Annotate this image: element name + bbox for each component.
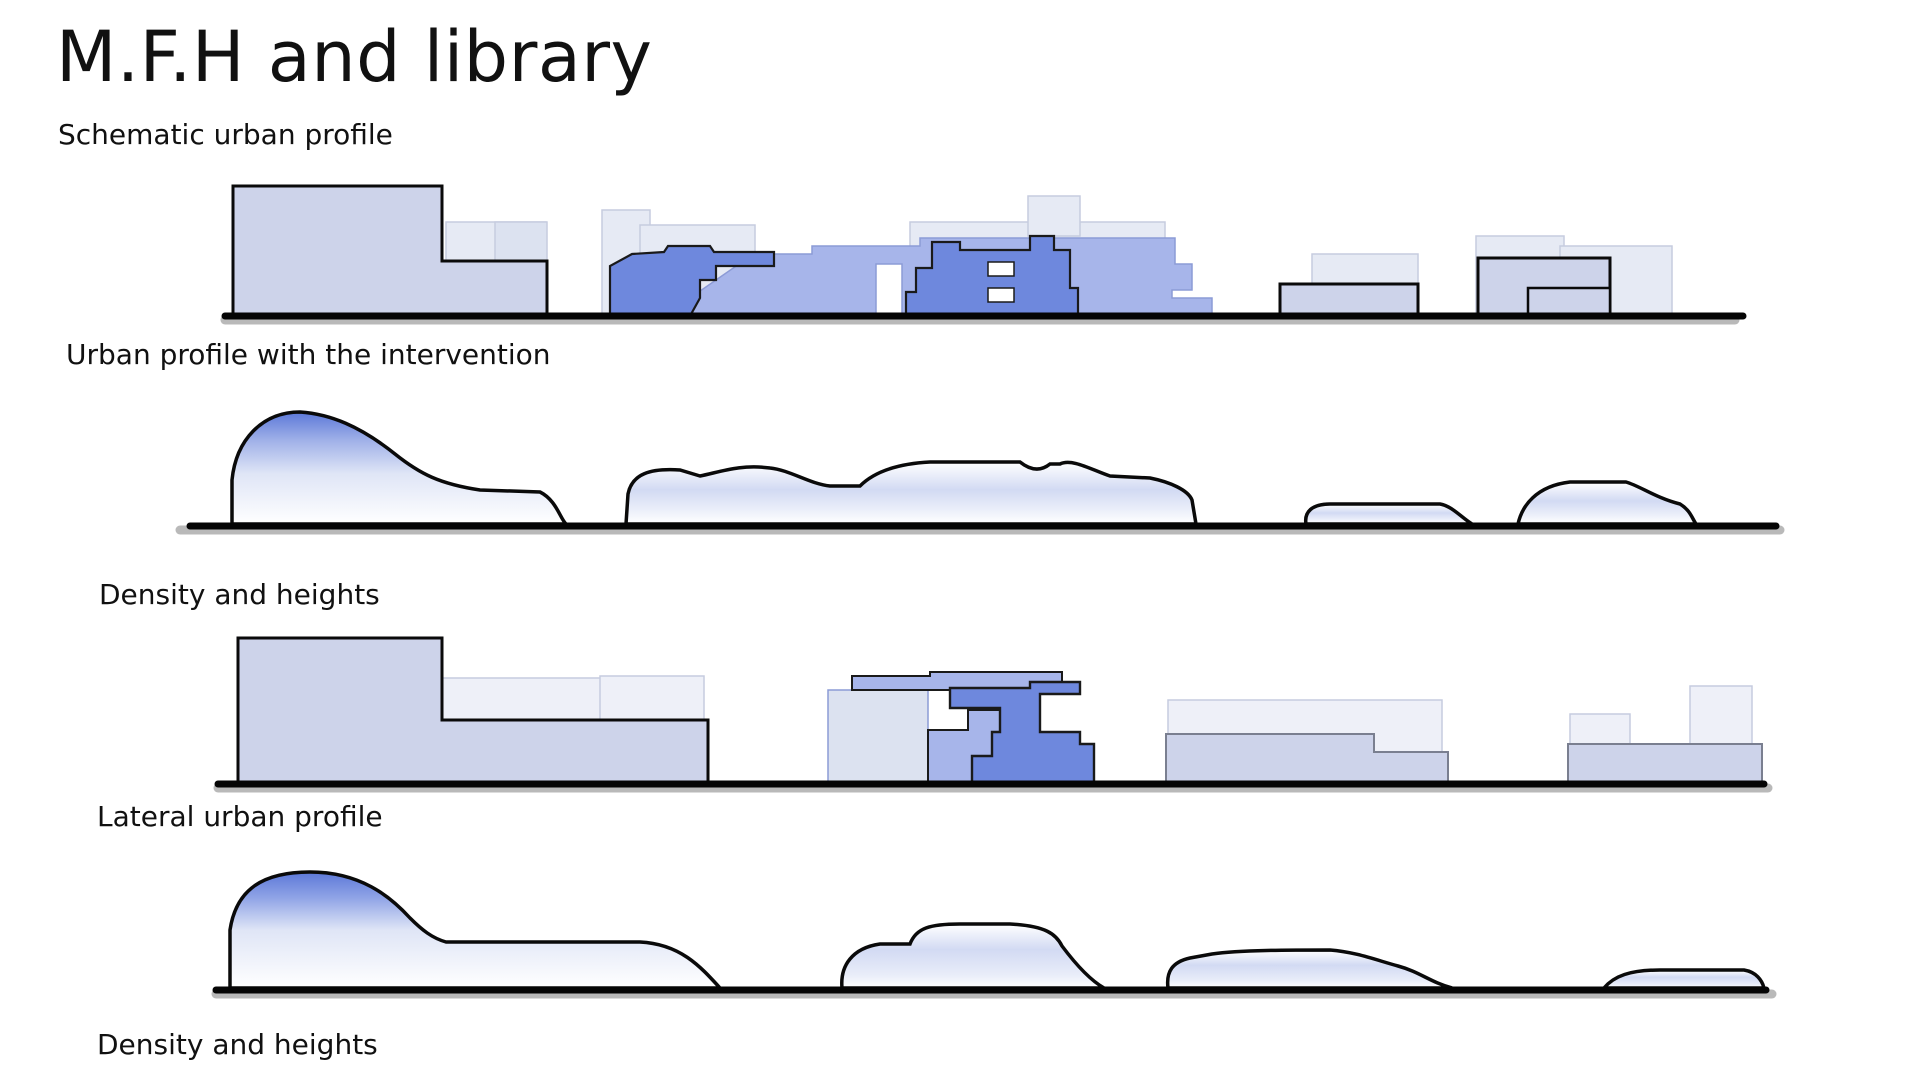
foreground-building xyxy=(1567,743,1763,783)
courtyard-void xyxy=(987,261,1015,277)
right-building-group xyxy=(1165,685,1763,783)
caption-schematic-urban-profile: Schematic urban profile xyxy=(58,118,393,151)
density-mass xyxy=(1515,480,1700,526)
left-building-group xyxy=(231,184,549,318)
density-mass xyxy=(230,410,571,526)
density-mass xyxy=(1165,948,1453,990)
caption-density-and-heights-2: Density and heights xyxy=(97,1028,378,1061)
density-mass xyxy=(228,870,724,990)
left-building-group xyxy=(236,636,710,784)
courtyard-void xyxy=(987,287,1015,303)
lateral-urban-profile-diagram xyxy=(213,636,1773,793)
density-heights-diagram-2 xyxy=(211,870,1777,999)
caption-lateral-urban-profile: Lateral urban profile xyxy=(97,800,383,833)
central-building-cluster xyxy=(827,671,1096,784)
foreground-building xyxy=(1278,282,1420,318)
caption-urban-profile-with-intervention: Urban profile with the intervention xyxy=(66,338,551,371)
page-title: M.F.H and library xyxy=(56,16,653,98)
density-mass xyxy=(1303,502,1479,526)
intervention-core-block xyxy=(948,680,1096,784)
caption-density-and-heights: Density and heights xyxy=(99,578,380,611)
existing-dense-block xyxy=(608,244,776,318)
density-mass xyxy=(1600,968,1767,990)
courtyard-void xyxy=(875,263,903,317)
foreground-building xyxy=(1526,286,1612,318)
density-mass xyxy=(840,922,1111,990)
background-building xyxy=(827,679,929,783)
right-building-group xyxy=(1278,235,1673,318)
background-building xyxy=(1027,195,1081,237)
density-mass xyxy=(624,460,1199,526)
background-building xyxy=(599,675,705,727)
central-building-cluster xyxy=(601,195,1213,318)
schematic-urban-profile-diagram xyxy=(220,184,1747,325)
density-heights-diagram-1 xyxy=(175,410,1785,535)
background-building xyxy=(494,221,548,263)
